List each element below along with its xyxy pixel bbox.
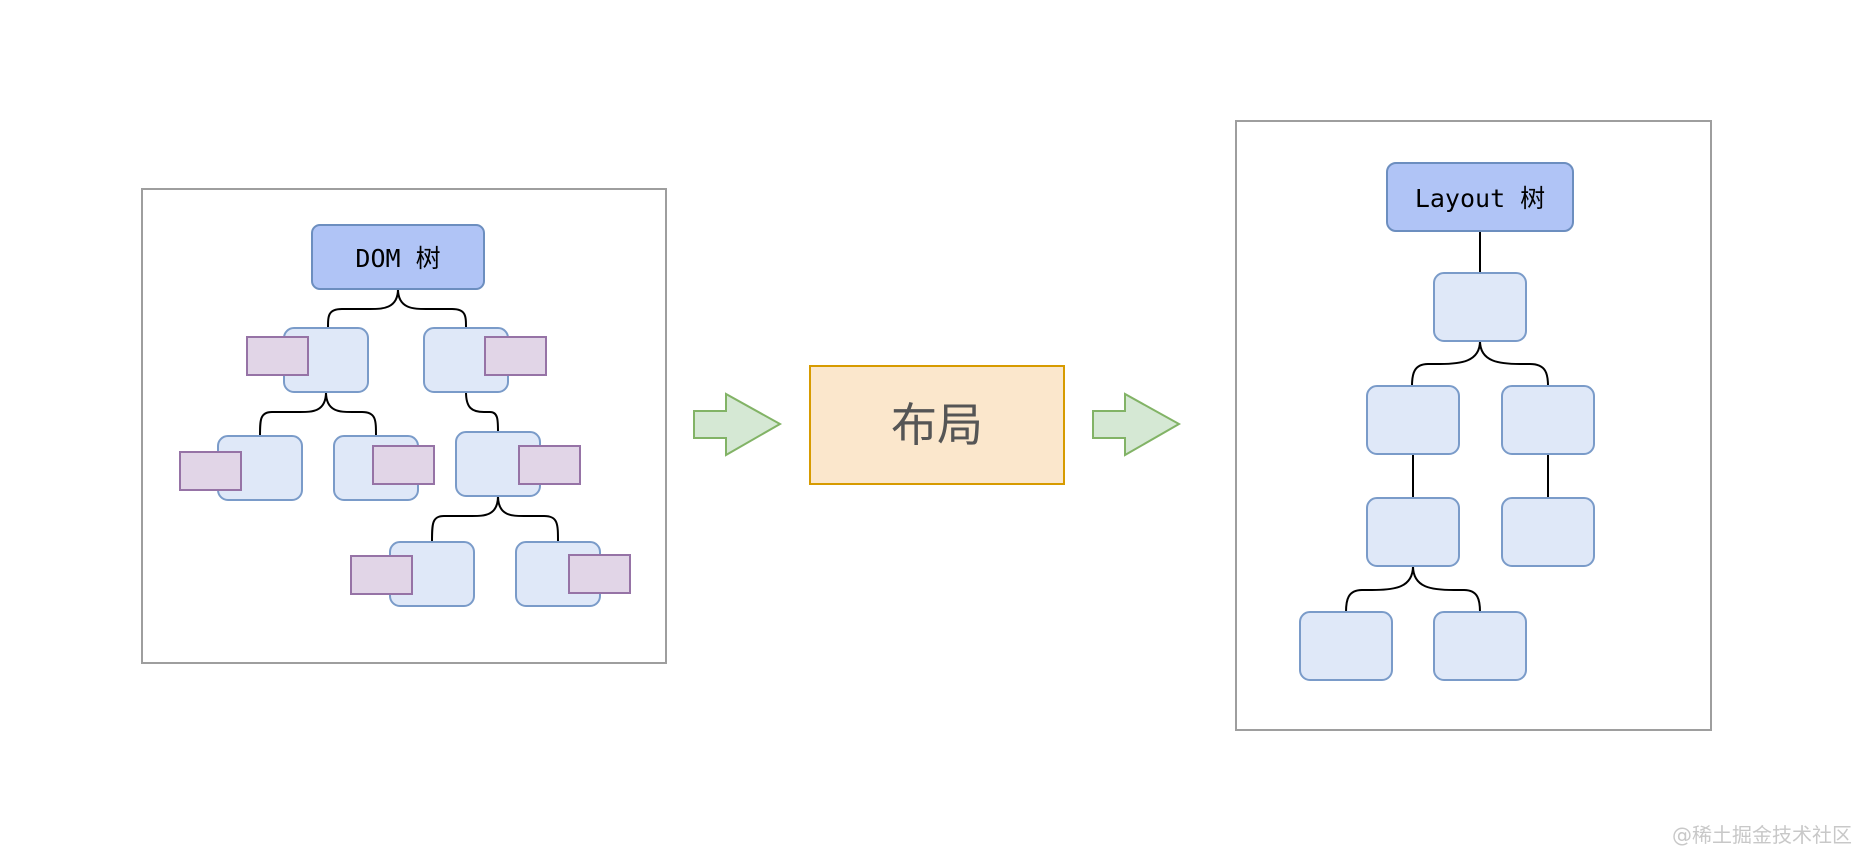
style-tag [179,451,242,491]
right-arrow-icon [693,392,783,457]
watermark: @稀土掘金技术社区 [1672,823,1852,847]
layout-node [1366,385,1460,455]
layout-process-label: 布局 [891,398,983,452]
layout-process: 布局 [809,365,1065,485]
layout-edge [1412,565,1481,613]
style-tag [246,336,309,376]
layout-edge [1411,340,1481,387]
layout-node [1366,497,1460,567]
dom-edge [397,288,467,329]
layout-tree-panel: Layout 树 [1235,120,1712,731]
dom-edge [431,495,499,543]
dom-edge [327,288,399,329]
layout-node [1501,497,1595,567]
dom-edge [259,391,327,437]
style-tag [518,445,581,485]
style-tag [372,445,435,485]
layout-tree-title-node: Layout 树 [1386,162,1574,232]
layout-node [1433,611,1527,681]
style-tag [350,555,413,595]
style-tag [568,554,631,594]
style-tag [484,336,547,376]
dom-edge [497,495,559,543]
layout-node [1433,272,1527,342]
layout-node [1501,385,1595,455]
layout-edge [1345,565,1414,613]
right-arrow-icon [1092,392,1182,457]
dom-edge [465,391,499,433]
dom-tree-panel: DOM 树 [141,188,667,664]
layout-edge [1479,340,1549,387]
dom-tree-title-node: DOM 树 [311,224,485,290]
layout-process-box [809,365,1065,485]
layout-tree-title: Layout 树 [1415,184,1545,213]
dom-edge [325,391,377,437]
dom-tree-title: DOM 树 [355,244,440,273]
layout-node [1299,611,1393,681]
